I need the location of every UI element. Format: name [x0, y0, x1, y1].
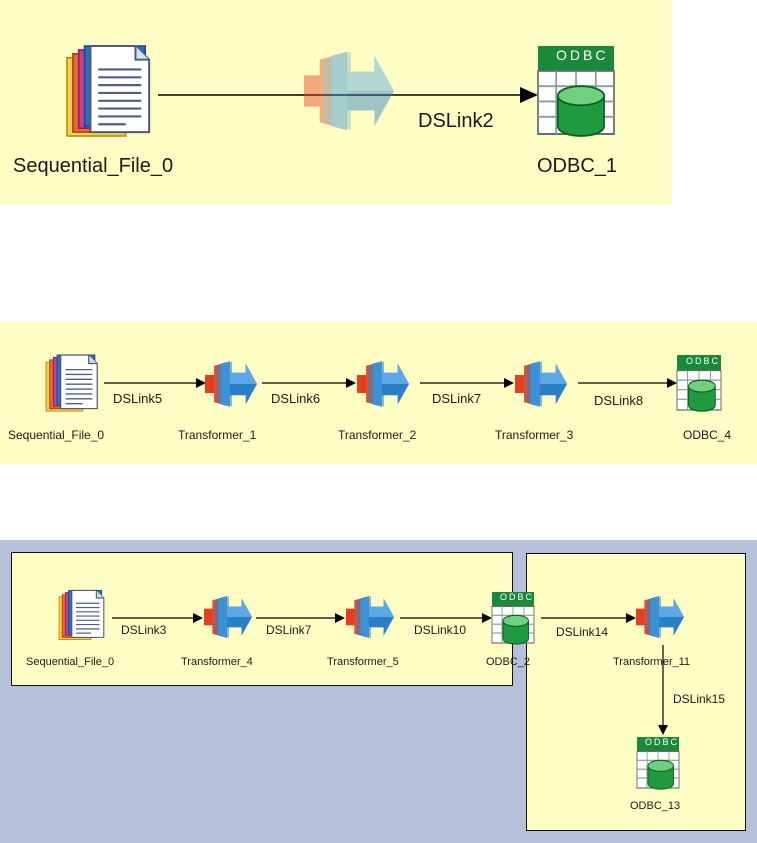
arrowhead: [193, 613, 203, 623]
stage-label-odbc-2: ODBC_2: [486, 656, 531, 668]
stage-label-odbc-13: ODBC_13: [630, 800, 681, 812]
odbc-badge: ODBC: [645, 737, 680, 747]
job-canvas-1: ODBC Sequential_File_0 DSLink2 ODBC_1: [0, 0, 672, 204]
stage-label-transformer-2: Transformer_2: [338, 428, 417, 442]
link-label-dslink3: DSLink3: [121, 623, 167, 637]
link-label-dslink7: DSLink7: [266, 623, 312, 637]
stage-label-sequential-file-0: Sequential_File_0: [13, 155, 174, 177]
stage-label-sequential-file-0: Sequential_File_0: [26, 656, 115, 668]
link-label-dslink14: DSLink14: [556, 625, 609, 639]
transformer-icon[interactable]: [346, 594, 394, 640]
link-layer: [104, 378, 677, 388]
link-label-dslink6: DSLink6: [271, 391, 321, 406]
arrowhead: [196, 378, 206, 388]
link-label-dslink10: DSLink10: [414, 623, 467, 637]
arrowhead: [482, 613, 492, 623]
link-label-dslink8: DSLink8: [594, 393, 644, 408]
transformer-icon[interactable]: [204, 594, 252, 640]
arrowhead: [504, 378, 514, 388]
stage-label-odbc-4: ODBC_4: [683, 428, 732, 442]
transformer-icon[interactable]: [304, 48, 394, 134]
job-canvas-3: ODBC ODBC DSLink3 DSLink7 DSLink10 DSLin…: [0, 540, 757, 843]
stage-label-transformer-4: Transformer_4: [181, 656, 253, 668]
arrowhead: [626, 613, 636, 623]
arrowhead: [346, 378, 356, 388]
stage-label-transformer-5: Transformer_5: [327, 656, 399, 668]
stage-container-left[interactable]: [11, 552, 513, 686]
odbc-badge: ODBC: [686, 356, 721, 366]
stacked-documents-icon[interactable]: [65, 44, 156, 138]
transformer-icon[interactable]: [357, 359, 409, 409]
link-label-dslink15: DSLink15: [673, 692, 726, 706]
transformer-icon[interactable]: [205, 359, 257, 409]
arrowhead: [335, 613, 345, 623]
stacked-documents-icon[interactable]: [58, 589, 107, 641]
link-label-dslink2: DSLink2: [418, 110, 494, 132]
odbc-badge: ODBC: [500, 592, 535, 602]
stage-label-odbc-1: ODBC_1: [537, 155, 618, 177]
link-label-dslink7: DSLink7: [432, 391, 482, 406]
stage-label-transformer-3: Transformer_3: [495, 428, 574, 442]
transformer-icon[interactable]: [515, 359, 567, 409]
job-canvas-2: ODBC DSLink5 DSLink6 DSLink7 DSLink8 Seq…: [0, 322, 757, 464]
transformer-icon[interactable]: [636, 594, 684, 640]
arrowhead: [520, 87, 538, 103]
stage-label-sequential-file-0: Sequential_File_0: [8, 428, 105, 442]
stage-label-transformer-11: Transformer_11: [613, 656, 691, 668]
link-layer: [112, 613, 668, 735]
stage-container-right[interactable]: [526, 553, 746, 831]
stacked-documents-icon[interactable]: [45, 354, 101, 412]
link-label-dslink5: DSLink5: [113, 391, 163, 406]
arrowhead: [667, 378, 677, 388]
stage-label-transformer-1: Transformer_1: [178, 428, 257, 442]
odbc-badge: ODBC: [556, 47, 609, 63]
arrowhead: [658, 725, 668, 735]
